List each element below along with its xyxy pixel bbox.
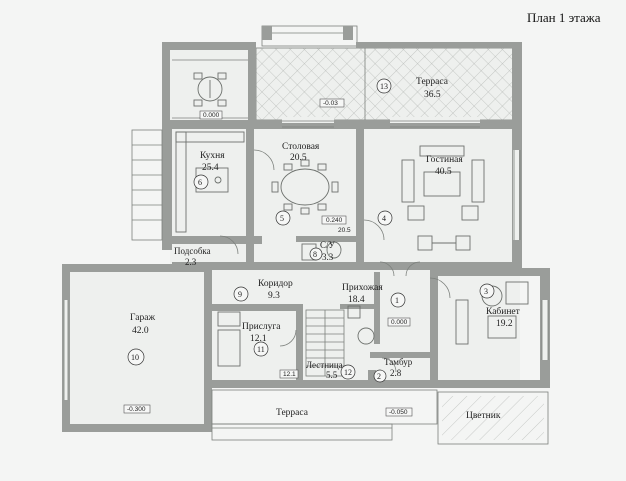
room-area: 19.2 bbox=[496, 319, 513, 329]
level-marker-dining: 0.240 20.5 bbox=[321, 215, 351, 234]
room-kitchen: Кухня 25.4 6 bbox=[193, 151, 225, 190]
level-marker-terrace-bottom: -0.050 bbox=[385, 407, 413, 417]
svg-text:0.240: 0.240 bbox=[326, 217, 343, 224]
room-name: Коридор bbox=[258, 279, 293, 289]
interior-walls bbox=[172, 128, 522, 382]
level-marker-servant: 12.1 bbox=[279, 369, 299, 379]
room-number: 5 bbox=[280, 214, 284, 223]
level-marker-hall: 0.000 bbox=[387, 317, 411, 327]
room-number: 6 bbox=[198, 178, 202, 187]
room-area: 25.4 bbox=[202, 163, 219, 173]
door-swings bbox=[219, 149, 451, 373]
room-area: 2.3 bbox=[185, 257, 197, 267]
room-terrace-top: Терраса 36.5 13 bbox=[376, 77, 449, 100]
room-study: Кабинет 19.2 3 bbox=[479, 283, 521, 329]
level-marker-garage: -0.300 bbox=[123, 404, 151, 414]
room-name: Лестница bbox=[306, 360, 343, 370]
flowerbed-label: Цветник bbox=[466, 411, 501, 421]
room-name: Гостиная bbox=[426, 155, 463, 165]
room-stairs: Лестница 5.5 12 bbox=[306, 360, 356, 380]
page-title: План 1 этажа bbox=[527, 10, 601, 25]
svg-text:-0.300: -0.300 bbox=[127, 406, 146, 413]
svg-text:12.1: 12.1 bbox=[283, 371, 296, 378]
room-number: 1 bbox=[395, 296, 399, 305]
pergola bbox=[261, 25, 358, 47]
room-pantry: Подсобка 2.3 bbox=[174, 246, 211, 267]
room-area: 18.4 bbox=[348, 295, 365, 305]
svg-text:-0.050: -0.050 bbox=[389, 409, 408, 416]
room-servant: Прислуга 12.1 11 bbox=[242, 322, 281, 357]
room-name: Прислуга bbox=[242, 322, 281, 332]
room-area: 9.3 bbox=[268, 291, 280, 301]
room-number: 12 bbox=[344, 368, 352, 377]
room-name: Кухня bbox=[200, 151, 225, 161]
room-name: Подсобка bbox=[174, 246, 211, 256]
room-garage: Гараж 42.0 10 bbox=[127, 313, 155, 366]
room-area: 40.5 bbox=[435, 167, 452, 177]
room-area: 42.0 bbox=[132, 326, 149, 336]
room-wc: С/У 3.3 8 bbox=[309, 240, 336, 262]
room-name: Кабинет bbox=[486, 306, 521, 317]
room-area: 36.5 bbox=[424, 90, 441, 100]
terrace-bottom bbox=[211, 389, 438, 441]
room-name: Терраса bbox=[416, 77, 449, 87]
terrace-bottom-label: Терраса bbox=[276, 408, 309, 418]
flowerbed bbox=[437, 391, 549, 445]
level-marker-terrace: -0.03 bbox=[319, 98, 345, 108]
interior-stair bbox=[305, 309, 345, 377]
window-frames bbox=[63, 59, 549, 400]
side-stair bbox=[131, 129, 163, 241]
room-area: 2.8 bbox=[390, 368, 402, 378]
svg-text:0.000: 0.000 bbox=[391, 319, 408, 326]
room-name: Столовая bbox=[282, 142, 320, 152]
room-area: 3.3 bbox=[322, 252, 334, 262]
room-name: Прихожая bbox=[342, 283, 383, 293]
room-number: 11 bbox=[257, 345, 265, 354]
room-number: 9 bbox=[238, 290, 242, 299]
svg-text:0.000: 0.000 bbox=[203, 112, 220, 119]
room-vestibule: Тамбур 2.8 2 bbox=[373, 357, 413, 383]
room-living: Гостиная 40.5 4 bbox=[377, 155, 463, 226]
room-number: 3 bbox=[484, 287, 488, 296]
level-marker-porch: 0.000 bbox=[199, 110, 223, 120]
room-area: 5.5 bbox=[326, 370, 338, 380]
room-area: 20.5 bbox=[290, 153, 307, 163]
room-name: С/У bbox=[320, 240, 336, 250]
room-number: 8 bbox=[313, 250, 317, 259]
room-number: 10 bbox=[131, 353, 139, 362]
room-number: 4 bbox=[382, 214, 386, 223]
room-name: Тамбур bbox=[384, 357, 413, 367]
room-name: Гараж bbox=[130, 313, 155, 323]
room-area: 12.1 bbox=[250, 334, 267, 344]
room-number: 13 bbox=[380, 82, 388, 91]
room-corridor: Коридор 9.3 9 bbox=[233, 279, 293, 302]
room-hall: Прихожая 18.4 1 bbox=[342, 283, 406, 308]
room-dining: Столовая 20.5 5 bbox=[275, 142, 320, 226]
svg-text:20.5: 20.5 bbox=[338, 227, 351, 234]
svg-text:-0.03: -0.03 bbox=[323, 100, 338, 107]
room-number: 2 bbox=[377, 372, 381, 381]
